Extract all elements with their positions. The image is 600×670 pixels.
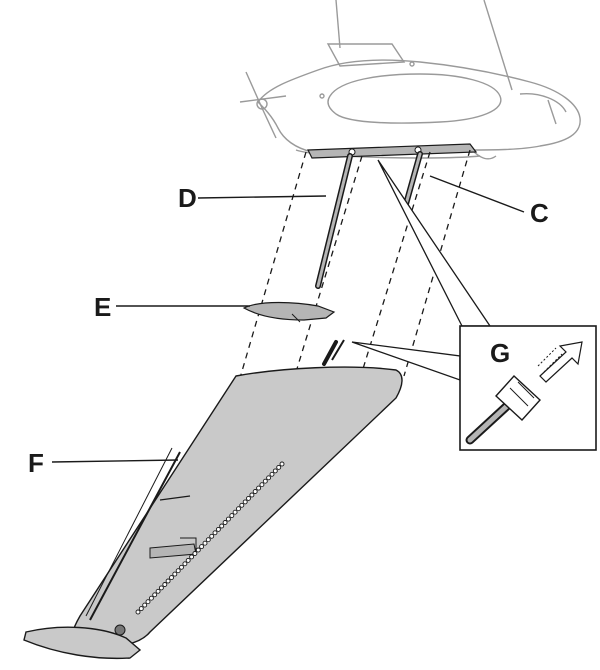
hinge-dot: [212, 530, 218, 536]
hinge-dot: [145, 599, 151, 605]
hinge-dot: [135, 609, 141, 615]
servo-lead: [322, 339, 345, 366]
leader-d: [197, 195, 327, 199]
hinge-dot: [199, 544, 205, 550]
hinge-dot: [219, 523, 225, 529]
hinge-dot: [195, 547, 201, 553]
hinge-dot: [155, 588, 161, 594]
label-f: F: [28, 448, 44, 478]
label-d: D: [178, 183, 197, 213]
wing-mount-e: [242, 301, 336, 323]
hinge-dot: [185, 557, 191, 563]
hinge-dot: [182, 561, 188, 567]
hinge-dot: [279, 461, 285, 467]
hinge-dot: [225, 516, 231, 522]
hinge-dot: [152, 592, 158, 598]
hinge-dot: [162, 582, 168, 587]
hinge-dot-row: [135, 461, 285, 615]
hinge-dot: [236, 506, 241, 512]
hinge-dot: [246, 495, 251, 501]
fuselage: [239, 0, 581, 160]
hinge-dot: [242, 499, 248, 505]
hinge-dot: [252, 489, 258, 494]
hinge-dot: [232, 509, 238, 515]
hinge-dot: [276, 464, 282, 470]
hinge-dot: [142, 602, 148, 608]
hinge-dot: [165, 578, 171, 584]
alignment-lines: [239, 149, 471, 379]
insert-arrow-icon: [539, 341, 583, 383]
leader-f: [51, 459, 179, 463]
wing-rod-c: [403, 151, 423, 207]
hinge-dot: [205, 537, 211, 543]
wing-mount-plate: [307, 143, 478, 159]
hinge-dot: [222, 520, 228, 525]
hinge-dot: [229, 513, 235, 519]
detail-callout: [351, 159, 597, 451]
hinge-dot: [239, 502, 245, 508]
hinge-dot: [256, 485, 262, 491]
label-c: C: [530, 198, 549, 228]
wing-rod-d: [315, 153, 353, 289]
hinge-dot: [202, 540, 208, 546]
hinge-dot: [266, 475, 272, 481]
hinge-dot: [269, 471, 275, 477]
hinge-dot: [138, 606, 144, 612]
hinge-dot: [158, 585, 164, 591]
wing-f: [23, 366, 403, 660]
hinge-dot: [172, 571, 178, 577]
hinge-dot: [272, 468, 278, 474]
hinge-dot: [262, 478, 268, 484]
hinge-dot: [215, 526, 221, 532]
leader-lines: [51, 175, 525, 463]
label-g: G: [490, 338, 510, 368]
hinge-dot: [179, 564, 184, 570]
hinge-dot: [209, 533, 215, 539]
hinge-dot: [249, 492, 255, 498]
leader-c: [429, 175, 525, 213]
hinge-dot: [169, 575, 174, 581]
servo-plug: [495, 375, 541, 421]
label-e: E: [94, 292, 111, 322]
hinge-dot: [189, 554, 195, 560]
hinge-dot: [259, 482, 265, 488]
hinge-dot: [175, 568, 181, 574]
hinge-dot: [148, 595, 154, 601]
hinge-dot: [192, 551, 198, 556]
